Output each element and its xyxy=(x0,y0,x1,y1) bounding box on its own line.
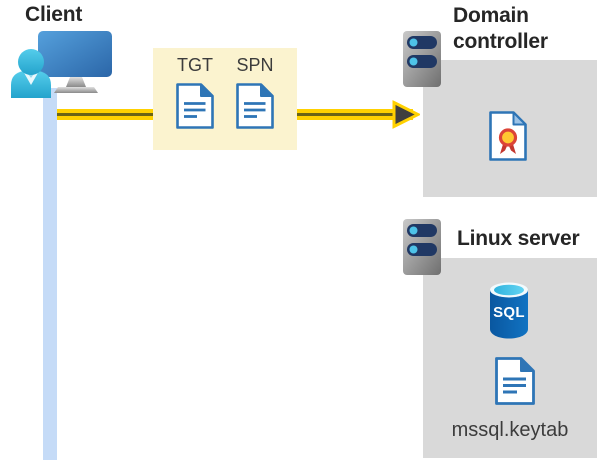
tgt-ticket: TGT xyxy=(176,55,214,150)
sql-icon-text: SQL xyxy=(493,304,525,321)
ticket-box: TGT SPN xyxy=(153,48,297,150)
linux-server-title: Linux server xyxy=(457,227,580,250)
sql-database-icon: SQL xyxy=(490,282,528,339)
client-timeline-bar xyxy=(43,88,57,460)
server-icon xyxy=(403,31,441,87)
workstation-user-icon xyxy=(11,31,112,98)
arrow-right-icon xyxy=(392,100,420,129)
keytab-document-icon xyxy=(495,357,535,405)
spn-ticket: SPN xyxy=(236,55,274,150)
tgt-label: TGT xyxy=(177,55,213,75)
tgt-document-icon xyxy=(176,83,214,129)
certificate-icon xyxy=(489,111,527,161)
spn-document-icon xyxy=(236,83,274,129)
client-title: Client xyxy=(25,3,83,26)
keytab-filename-label: mssql.keytab xyxy=(451,419,569,441)
server-icon xyxy=(403,219,441,275)
domain-controller-title: Domain controller xyxy=(453,4,548,53)
spn-label: SPN xyxy=(236,55,274,75)
